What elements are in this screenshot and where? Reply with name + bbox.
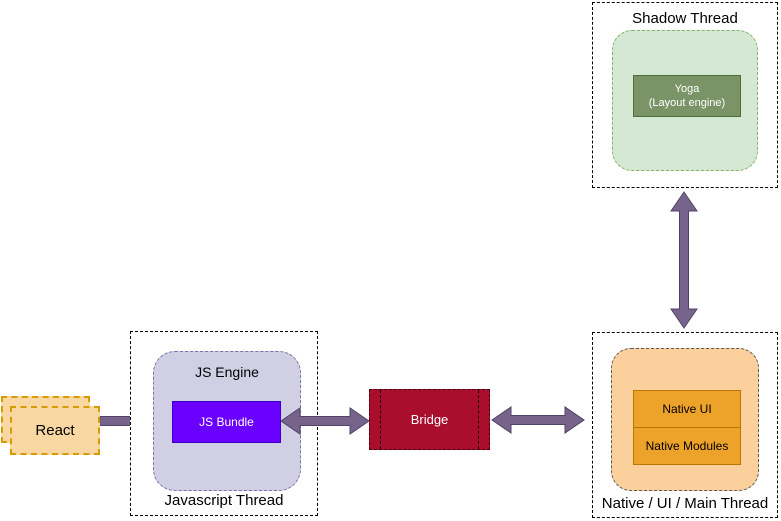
javascript-thread-label: Javascript Thread [164, 492, 284, 509]
yoga-label-line1: Yoga [674, 83, 700, 95]
native-modules-node: Native Modules [633, 427, 741, 465]
arrow-shadow-native [670, 191, 698, 329]
bridge-node: Bridge [369, 389, 490, 450]
native-thread-label: Native / UI / Main Thread [601, 495, 769, 512]
native-stack: Native UI Native Modules [633, 390, 741, 465]
yoga-node: Yoga (Layout engine) [633, 75, 741, 117]
shadow-thread-label: Shadow Thread [632, 10, 738, 27]
arrow-js-bundle-bridge [280, 407, 370, 435]
react-label: React [35, 422, 75, 439]
shadow-thread-box: Shadow Thread Yoga (Layout engine) [592, 2, 778, 188]
bridge-label: Bridge [410, 412, 449, 427]
bridge-inner-line-left [380, 390, 381, 449]
js-engine-label: JS Engine [195, 364, 259, 380]
js-bundle-node: JS Bundle [172, 401, 281, 443]
react-node-front: React [10, 406, 100, 455]
native-thread-box: Native UI Native Modules Native / UI / M… [592, 332, 778, 518]
arrow-bridge-native [491, 406, 585, 434]
js-bundle-label: JS Bundle [199, 415, 254, 429]
yoga-label-line2: (Layout engine) [648, 97, 726, 109]
bridge-inner-line-right [478, 390, 479, 449]
native-ui-node: Native UI [633, 390, 741, 428]
